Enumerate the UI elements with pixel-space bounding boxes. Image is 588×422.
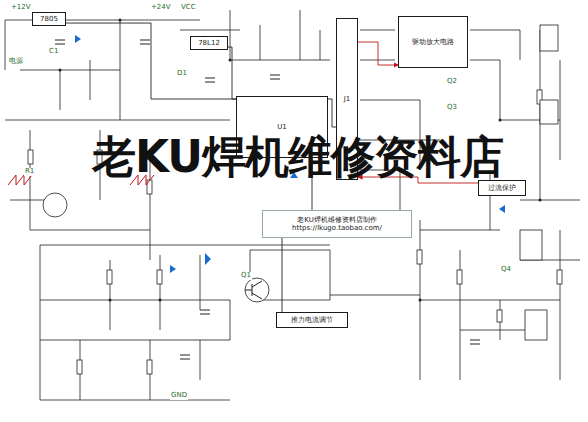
part-label: 电源 [8, 58, 24, 66]
part-label: +24V [150, 4, 172, 12]
node-text: 过流保护 [488, 184, 516, 192]
node-text: 老KU焊机维修资料店制作 [297, 216, 377, 224]
component-box: 78L12 [190, 36, 228, 50]
node-text: 推力电流调节 [291, 316, 333, 324]
part-label: D1 [176, 70, 188, 78]
component-box: 推力电流调节 [276, 312, 348, 328]
node-text: 78L12 [198, 39, 220, 47]
part-label: C1 [48, 48, 59, 56]
component-box: 老KU焊机维修资料店制作https://lkugo.taobao.com/ [262, 210, 412, 238]
node-text: U1 [277, 123, 287, 131]
component-box: 驱动放大电路 [398, 16, 468, 68]
wire-connector [358, 42, 398, 65]
part-label: R1 [24, 168, 35, 176]
part-label: Q4 [500, 266, 512, 274]
node-text: 驱动放大电路 [412, 38, 454, 46]
node-text: J1 [344, 95, 351, 103]
node-text: 7805 [40, 15, 58, 23]
node-text: https://lkugo.taobao.com/ [292, 224, 382, 232]
wire-connector [328, 99, 336, 127]
component-box: 过流保护 [478, 180, 526, 196]
part-label: Q1 [240, 272, 252, 280]
wire-connector [66, 23, 236, 99]
part-label: +12V [10, 4, 32, 12]
component-box: 7805 [32, 12, 66, 26]
part-label: GND [170, 392, 188, 400]
part-label: Q2 [446, 78, 458, 86]
part-label: Q3 [446, 104, 458, 112]
wire-connector [228, 47, 236, 99]
watermark: 老KU焊机维修资料店 [92, 128, 503, 187]
part-label: VCC [180, 4, 197, 12]
